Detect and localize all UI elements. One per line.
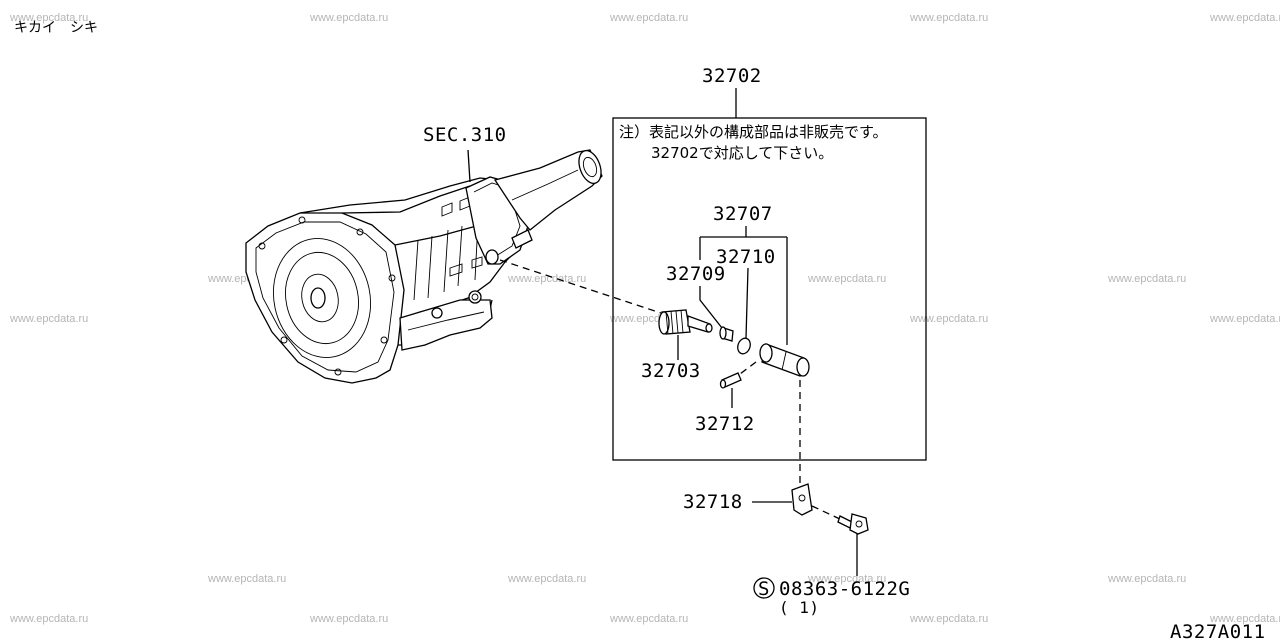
pinion-gear-32703 — [658, 309, 713, 335]
watermark: www.epcdata.ru — [609, 613, 688, 625]
watermark: www.epcdata.ru — [507, 573, 586, 585]
part-label-32712: 32712 — [695, 413, 755, 435]
o-ring-32710 — [737, 337, 751, 355]
part-label-32702: 32702 — [702, 65, 762, 87]
watermark: www.epcdata.ru — [9, 12, 88, 24]
guide-line-sleeve-pin — [739, 361, 757, 375]
part-label-bolt: 08363-6122G — [779, 578, 910, 600]
part-label-32710: 32710 — [716, 246, 776, 268]
leader-32707 — [699, 226, 788, 345]
watermark: www.epcdata.ru — [1209, 613, 1280, 625]
watermark: www.epcdata.ru — [1209, 313, 1280, 325]
sleeve-part — [759, 343, 810, 377]
watermark: www.epcdata.ru — [507, 273, 586, 285]
watermark: www.epcdata.ru — [909, 12, 988, 24]
note-line-2: 32702で対応して下さい。 — [651, 144, 833, 162]
section-reference-label: SEC.310 — [423, 124, 507, 146]
watermark: www.epcdata.ru — [309, 12, 388, 24]
transmission-drawing — [245, 149, 603, 384]
watermark: www.epcdata.ru — [207, 573, 286, 585]
watermark: www.epcdata.ru — [309, 613, 388, 625]
part-quantity-bolt: ( 1) — [779, 598, 820, 617]
pin-32712 — [719, 372, 742, 389]
leader-32709 — [699, 286, 723, 329]
guide-line-bracket-bolt — [811, 505, 843, 521]
watermark: www.epcdata.ru — [909, 313, 988, 325]
leader-32710 — [745, 267, 749, 339]
watermark: www.epcdata.ru — [609, 12, 688, 24]
assembly-box — [612, 117, 927, 461]
watermark: www.epcdata.ru — [909, 613, 988, 625]
watermark: www.epcdata.ru — [1209, 12, 1280, 24]
part-label-32707: 32707 — [713, 203, 773, 225]
section-leader-line — [467, 149, 471, 183]
watermark: www.epcdata.ru — [807, 273, 886, 285]
part-label-32709: 32709 — [666, 263, 726, 285]
assembly-guide-line — [499, 259, 671, 317]
page-title: キカイ シキ — [14, 20, 98, 36]
lock-plate-32718 — [791, 483, 813, 516]
watermark: www.epcdata.ru — [9, 313, 88, 325]
watermark: www.epcdata.ru — [807, 573, 886, 585]
note-line-1: 注）表記以外の構成部品は非販売です。 — [619, 123, 888, 141]
watermarks: www.epcdata.ru www.epcdata.ru www.epcdat… — [9, 12, 1280, 625]
bushing-32709 — [719, 326, 734, 342]
figure-code: A327A011 — [1170, 621, 1266, 640]
bolt-08363-6122G — [837, 513, 869, 535]
standard-part-symbol — [753, 577, 775, 599]
watermark: www.epcdata.ru — [9, 613, 88, 625]
part-label-32703: 32703 — [641, 360, 701, 382]
part-label-32718: 32718 — [683, 491, 743, 513]
watermark: www.epcdata.ru — [1107, 273, 1186, 285]
standard-part-symbol-letter: S — [758, 578, 770, 600]
watermark: www.epcdata.ru — [1107, 573, 1186, 585]
